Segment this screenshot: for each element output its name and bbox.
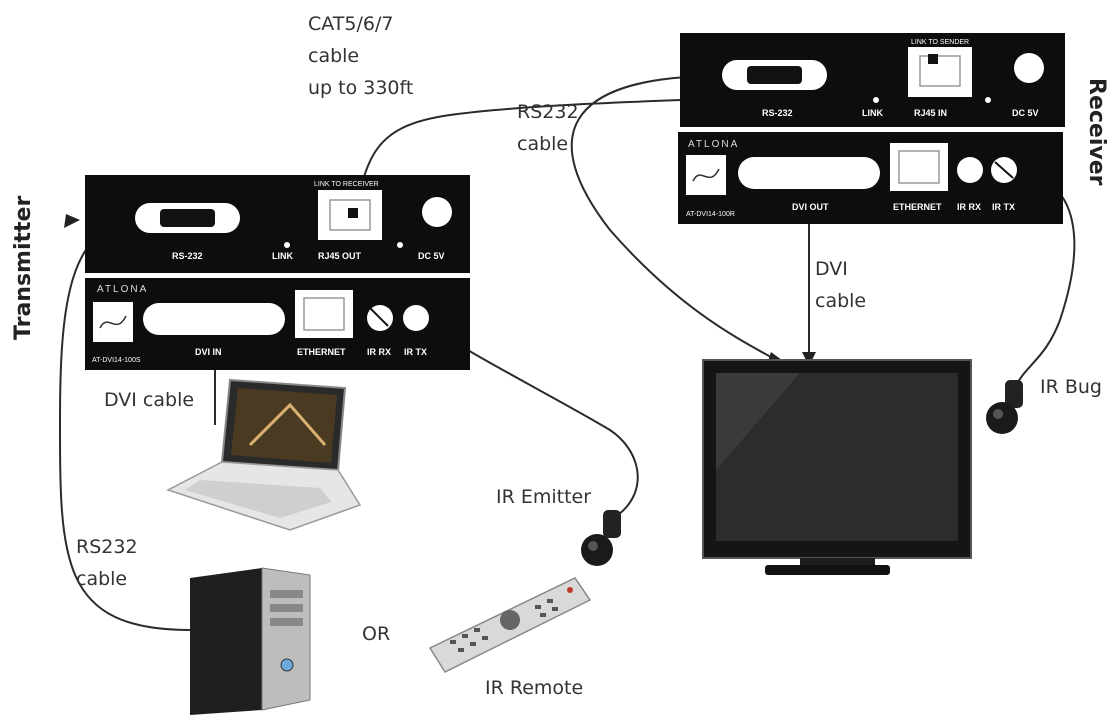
link-to-label: LINK TO SENDER <box>911 39 969 46</box>
drive-bay <box>270 590 303 598</box>
dvi-label: DVI OUT <box>792 202 829 212</box>
ethernet-port-inner <box>303 297 345 331</box>
ir-emitter-body <box>603 510 621 538</box>
ir-emitter-label: IR Emitter <box>496 486 591 508</box>
power-led-icon <box>985 97 991 103</box>
laptop-wallpaper-mark <box>248 402 327 447</box>
dvi-receiver-label-line1: DVI <box>815 258 848 280</box>
link-label: LINK <box>272 251 293 261</box>
rj45-plug-icon <box>348 208 358 218</box>
ir-remote-label: IR Remote <box>485 677 583 699</box>
drive-bay <box>270 618 303 626</box>
laptop-display <box>231 388 337 463</box>
rj45-label: RJ45 OUT <box>318 251 362 261</box>
ir-emitter-icon <box>581 510 621 566</box>
dvi-label: DVI IN <box>195 347 222 357</box>
rs232-receiver-cable <box>570 75 781 363</box>
ir-remote-icon <box>428 577 592 673</box>
power-button-icon <box>280 658 294 672</box>
ir-bug-sensor <box>986 402 1018 434</box>
rs232-receiver-label-line1: RS232 <box>517 101 579 123</box>
ir-rx-label: IR RX <box>367 347 391 357</box>
rs232-port-inner <box>747 66 802 84</box>
rs232-transmitter-label-line2: cable <box>76 568 127 590</box>
dc-power-jack <box>1014 53 1044 83</box>
ethernet-port-inner <box>898 150 940 184</box>
ir-tx-label: IR TX <box>992 202 1015 212</box>
dc-label: DC 5V <box>1012 108 1039 118</box>
signature-logo-icon <box>686 155 726 195</box>
ir-tx-label: IR TX <box>404 347 427 357</box>
receiver-side-label: Receiver <box>1084 78 1109 186</box>
link-label: LINK <box>862 108 883 118</box>
rs232-port-inner <box>160 209 215 227</box>
transmitter-side-label: Transmitter <box>11 196 36 340</box>
drive-bay <box>270 604 303 612</box>
brand-label: ATLONA <box>688 139 739 150</box>
dvi-out-port <box>738 157 880 189</box>
dvi-transmitter-label: DVI cable <box>104 389 194 411</box>
laptop-icon <box>166 378 362 531</box>
pc-tower-side <box>190 568 262 715</box>
ir-tx-jack <box>403 305 429 331</box>
dc-label: DC 5V <box>418 251 445 261</box>
or-label: OR <box>362 623 390 645</box>
tv-screen-glare <box>716 373 800 470</box>
cat-cable-label-line2: cable <box>308 45 359 67</box>
transmitter-unit: RS-232 LINK LINK TO RECEIVER RJ45 OUT DC… <box>85 175 470 370</box>
ir-bug-label: IR Bug <box>1040 376 1102 398</box>
link-led-icon <box>284 242 290 248</box>
ethernet-label: ETHERNET <box>893 202 942 212</box>
ir-bug-body <box>1005 380 1023 408</box>
signature-logo-icon <box>93 302 133 342</box>
laptop-keyboard <box>185 480 332 518</box>
rs232-transmitter-label-line1: RS232 <box>76 536 138 558</box>
rs232-receiver-label-line2: cable <box>517 133 568 155</box>
rj45-plug-icon <box>928 54 938 64</box>
ir-bug-lens <box>993 409 1003 419</box>
ir-rx-jack <box>957 157 983 183</box>
model-label: AT-DVI14-100R <box>686 211 735 218</box>
cat-cable-label-line1: CAT5/6/7 <box>308 13 393 35</box>
brand-label: ATLONA <box>97 284 148 295</box>
dvi-receiver-label-line2: cable <box>815 290 866 312</box>
ir-tx-slot <box>994 161 1014 179</box>
cat-cable-label-line3: up to 330ft <box>308 77 413 99</box>
tv-stand-base <box>765 565 890 575</box>
rj45-label: RJ45 IN <box>914 108 947 118</box>
rs232-port-label: RS-232 <box>762 108 793 118</box>
dc-power-jack <box>422 197 452 227</box>
arrow-head <box>64 214 80 228</box>
ir-emitter-head <box>581 534 613 566</box>
link-led-icon <box>873 97 879 103</box>
remote-keypad <box>450 599 558 652</box>
remote-power-button <box>567 587 573 593</box>
rj45-port-inner <box>919 55 961 87</box>
link-to-label: LINK TO RECEIVER <box>314 181 379 188</box>
ir-rx-slot <box>369 307 389 327</box>
ir-rx-label: IR RX <box>957 202 981 212</box>
ethernet-label: ETHERNET <box>297 347 346 357</box>
model-label: AT-DVI14-100S <box>92 357 141 364</box>
signature-logo-mark <box>692 168 720 182</box>
remote-dpad <box>500 610 520 630</box>
rs232-port-label: RS-232 <box>172 251 203 261</box>
ir-emitter-lens <box>588 541 598 551</box>
ir-bug-icon <box>986 380 1023 434</box>
tv-icon <box>702 359 972 575</box>
power-led-icon <box>397 242 403 248</box>
pc-tower-icon <box>190 567 311 715</box>
pc-tower-front <box>261 567 311 711</box>
receiver-unit: RS-232 LINK LINK TO SENDER RJ45 IN DC 5V… <box>678 33 1065 224</box>
dvi-in-port <box>143 303 285 335</box>
signature-logo-mark <box>99 315 127 329</box>
